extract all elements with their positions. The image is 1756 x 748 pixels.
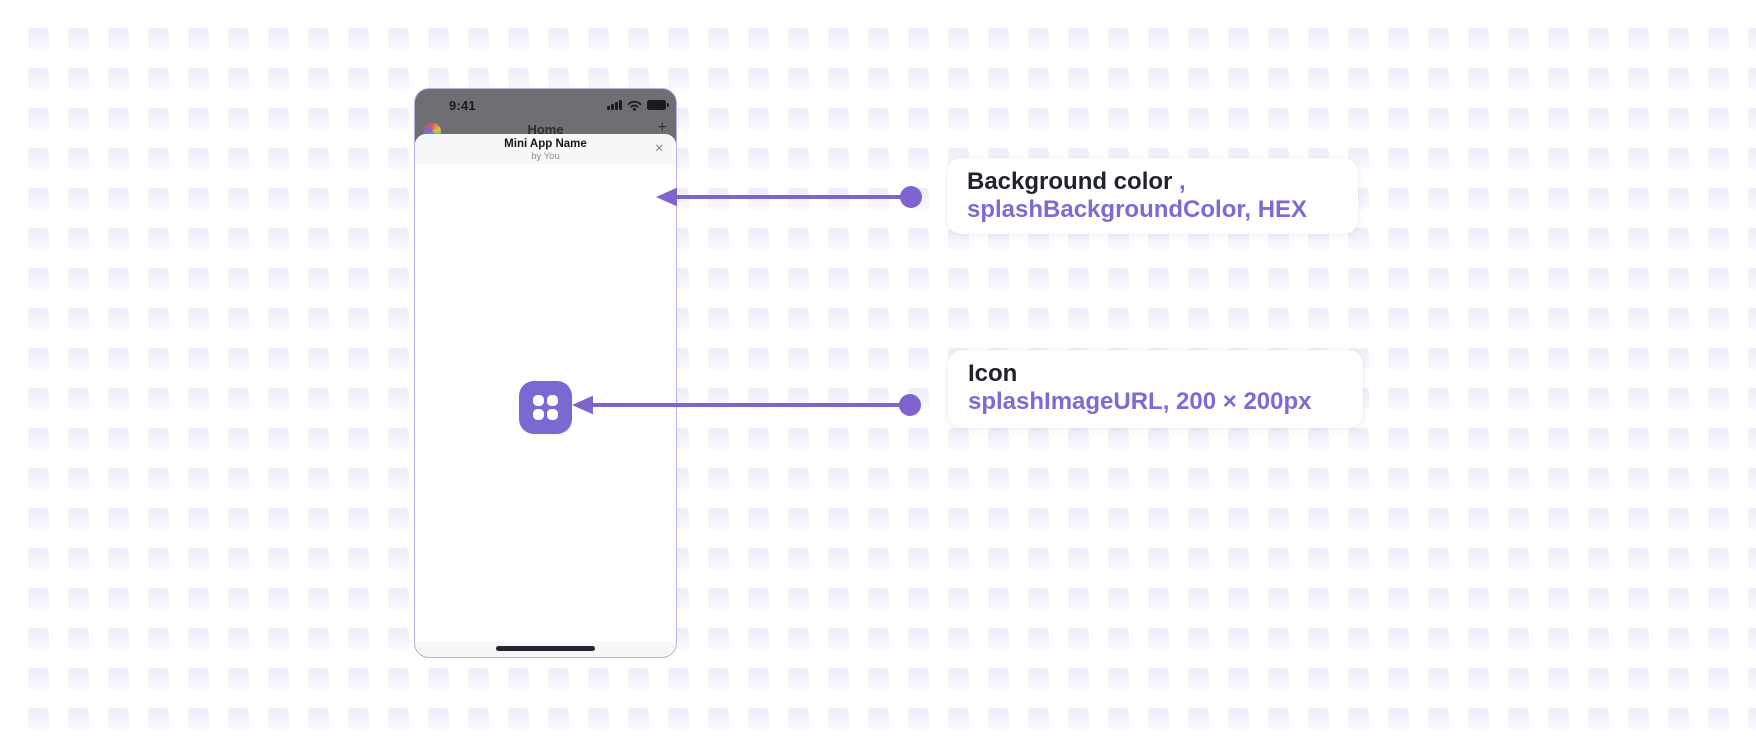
callout-value: splashImageURL, 200 × 200px — [968, 388, 1312, 415]
battery-icon — [647, 100, 669, 110]
background-app-title: Home — [527, 122, 564, 137]
callout-background-color: Background color , splashBackgroundColor… — [947, 158, 1358, 234]
callout-splash-icon: Icon splashImageURL, 200 × 200px — [948, 350, 1363, 428]
arrow-background-color — [656, 186, 922, 208]
close-icon[interactable]: ✕ — [654, 143, 664, 155]
callout-separator: , — [1172, 168, 1186, 195]
status-bar: 9:41 — [415, 95, 676, 115]
phone-mockup: 9:41 Home + Mini App Name by You ✕ — [414, 88, 677, 658]
signal-icon — [607, 100, 622, 110]
callout-label: Icon — [968, 360, 1018, 387]
home-indicator — [496, 646, 595, 651]
status-time: 9:41 — [449, 97, 476, 113]
wifi-icon — [627, 100, 642, 111]
mini-app-name: Mini App Name — [504, 138, 587, 150]
callout-label: Background color — [967, 168, 1173, 195]
arrow-splash-icon — [572, 394, 921, 416]
sheet-footer — [415, 642, 676, 657]
add-button[interactable]: + — [657, 119, 667, 136]
mini-app-sheet: Mini App Name by You ✕ — [415, 134, 676, 657]
splash-app-icon — [519, 381, 572, 434]
sheet-header: Mini App Name by You ✕ — [415, 134, 676, 164]
arrow-origin-dot — [899, 394, 921, 416]
mini-app-byline: by You — [531, 151, 560, 162]
app-grid-icon — [532, 394, 559, 421]
callout-value: splashBackgroundColor, HEX — [967, 196, 1308, 223]
arrow-origin-dot — [900, 186, 922, 208]
